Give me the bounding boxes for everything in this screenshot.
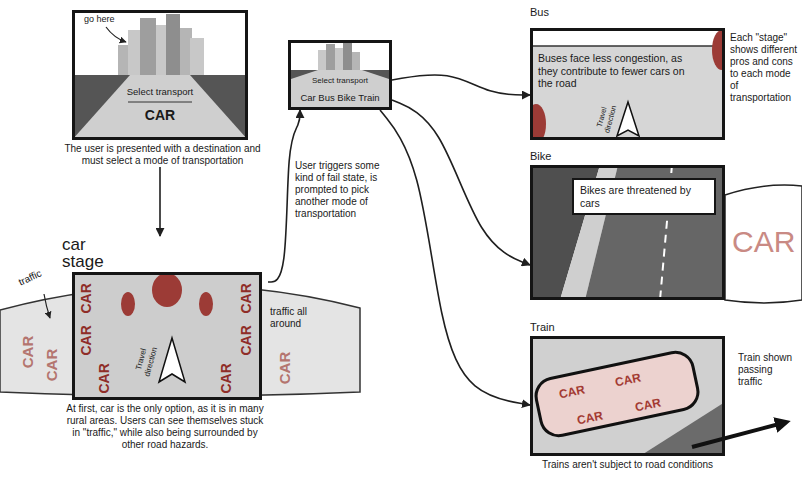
- annotation: traffic: [17, 267, 44, 288]
- panel-text: Travel direction: [593, 99, 619, 137]
- storyboard-panel: BikeBikes are threatened by cars: [530, 150, 725, 300]
- car-label: CAR: [634, 395, 662, 414]
- car-watermark: CAR: [732, 224, 795, 260]
- panel-text: Train: [530, 321, 555, 334]
- annotation: Each "stage" shows different pros and co…: [730, 32, 798, 104]
- car-label: CAR: [238, 325, 255, 355]
- flow-arrow: [159, 167, 161, 236]
- car-label: CAR: [576, 408, 604, 427]
- panel-text: Select transport: [298, 76, 382, 86]
- sky: [72, 10, 248, 75]
- storyboard-panel: go hereSelect transportCAR The user is pr…: [60, 8, 265, 167]
- car-label: CAR: [276, 352, 294, 385]
- building: [335, 48, 343, 70]
- ground: [288, 70, 392, 110]
- car-label: CAR: [78, 283, 95, 313]
- leader-line: [44, 294, 50, 318]
- storyboard-panel: BusBuses face less congestion, as they c…: [530, 6, 725, 140]
- building: [326, 44, 335, 70]
- motion-arrow: [692, 423, 783, 447]
- horizon: [530, 45, 725, 47]
- car-label: CAR: [19, 336, 37, 369]
- car-label: CAR: [43, 349, 61, 382]
- car-blob: [199, 292, 213, 316]
- flow-arrow: [392, 75, 530, 95]
- edge-label: User triggers some kind of fail state, i…: [295, 160, 393, 220]
- bike-scene: [530, 165, 725, 300]
- road: [72, 75, 248, 140]
- connectors: [160, 75, 530, 405]
- annotation: traffic all around: [270, 306, 320, 330]
- text-box: Bikes are threatened by cars: [572, 178, 716, 215]
- car-label: CAR: [78, 325, 95, 355]
- building: [343, 42, 352, 70]
- road: [530, 28, 725, 140]
- annotation: Train shown passing traffic: [738, 352, 798, 388]
- car-label: CAR: [558, 382, 586, 401]
- ground: [530, 336, 725, 456]
- direction-arrow: [617, 102, 639, 136]
- car-label: CAR: [96, 363, 113, 393]
- car-label: CAR: [614, 370, 642, 389]
- panel-text: At first, car is the only option, as it …: [62, 403, 268, 451]
- panel-text: The user is presented with a destination…: [60, 143, 265, 167]
- leader-line: [106, 27, 126, 42]
- direction-arrow: [159, 338, 185, 382]
- car-blob: [152, 273, 182, 307]
- panel-text: Bikes are threatened by cars: [580, 184, 708, 209]
- building: [128, 30, 142, 75]
- ground: [72, 75, 248, 140]
- car-banner: [725, 185, 802, 303]
- sky: [288, 40, 392, 70]
- flow-arrow: [380, 110, 530, 405]
- panel-text: Car Bus Bike Train: [288, 92, 392, 103]
- panel-text: Bus: [530, 6, 549, 19]
- panel-text: car stage: [62, 236, 122, 270]
- road: [288, 70, 392, 110]
- panel-text: Select transport: [110, 86, 210, 97]
- building: [140, 18, 156, 75]
- building: [166, 14, 180, 75]
- panel-text: go here: [84, 14, 115, 25]
- building: [318, 50, 326, 70]
- road: [72, 272, 262, 400]
- building: [352, 52, 360, 70]
- panel-text: Trains aren't subject to road conditions: [530, 459, 725, 471]
- panel-text: Travel direction: [132, 339, 160, 381]
- car-label: CAR: [218, 363, 235, 393]
- panel-text: CAR: [130, 107, 190, 124]
- building: [190, 38, 204, 75]
- car-label: CAR: [238, 283, 255, 313]
- underline: [128, 102, 192, 103]
- train-car: [533, 349, 702, 439]
- car-blob: [121, 292, 135, 316]
- car-stage-scene: [72, 272, 262, 400]
- flow-arrow: [392, 100, 530, 265]
- panel-text: Buses face less congestion, as they cont…: [538, 52, 688, 90]
- bus-scene: [530, 28, 725, 140]
- panel-text: Bike: [530, 150, 551, 163]
- storyboard-panel: Select transportCar Bus Bike Train: [288, 40, 392, 110]
